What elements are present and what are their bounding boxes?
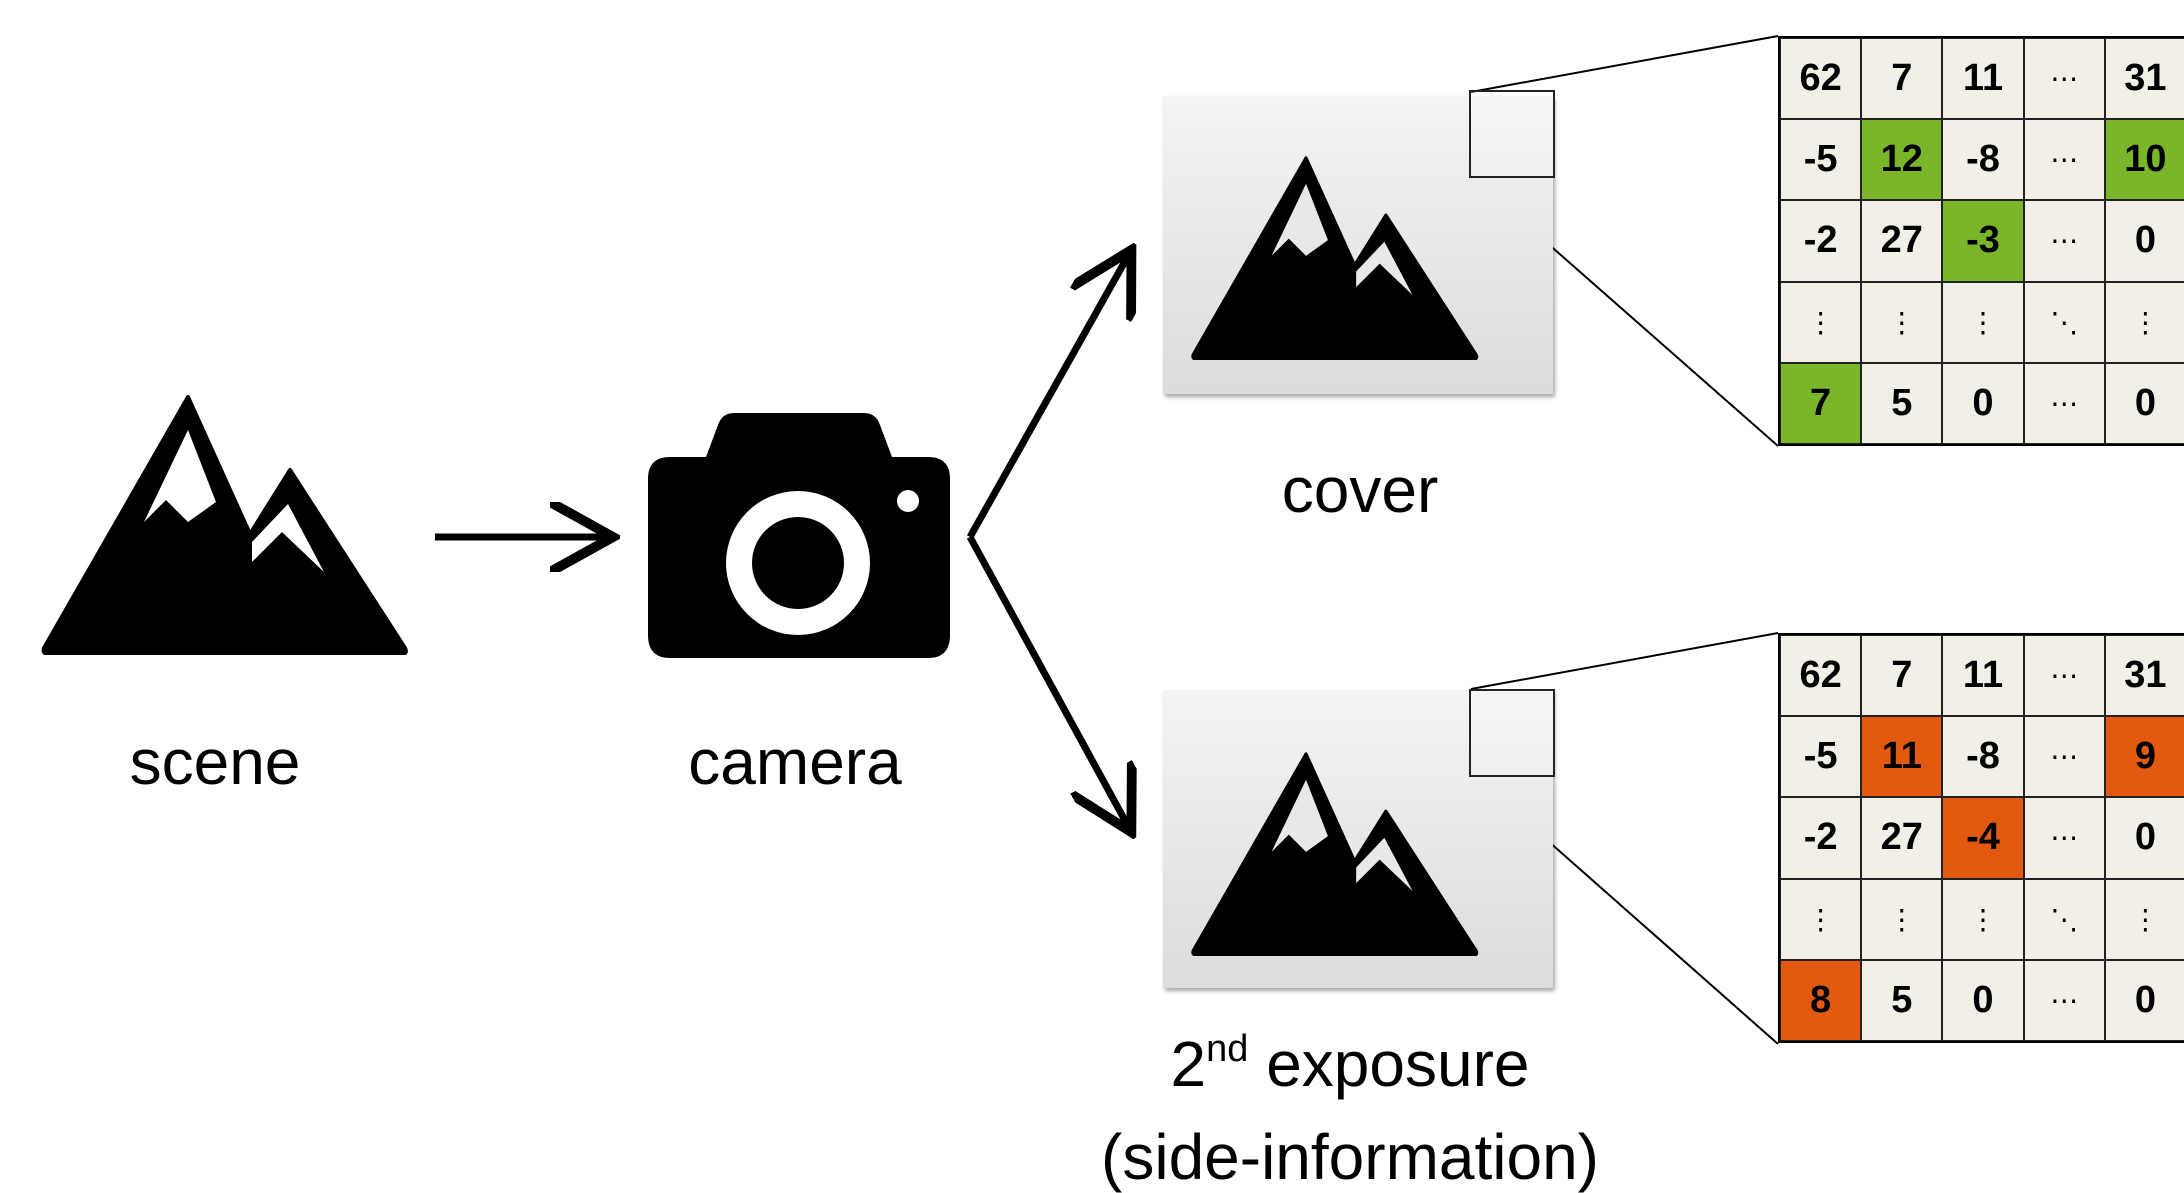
matrix-cell: -2 [1780, 200, 1862, 282]
matrix-cell: -2 [1780, 797, 1862, 879]
second-exposure-text: exposure [1248, 1028, 1530, 1100]
matrix-cell: ⋱ [2023, 878, 2105, 960]
matrix-cell: 31 [2104, 38, 2184, 120]
zoom-line [1470, 35, 1779, 93]
matrix-cell: 11 [1942, 38, 2024, 120]
matrix-cell: 12 [1861, 119, 1943, 201]
matrix-cell: 62 [1780, 635, 1862, 717]
matrix-cell: ⋮ [2104, 281, 2184, 363]
matrix-cell: 8 [1780, 959, 1862, 1041]
matrix-cell: ⋯ [2023, 119, 2105, 201]
matrix-cell: 7 [1780, 362, 1862, 444]
side-information-label: (side-information) [1101, 1121, 1599, 1193]
matrix-cell: -5 [1780, 119, 1862, 201]
matrix-cell: 0 [2104, 200, 2184, 282]
matrix-cell: 0 [2104, 959, 2184, 1041]
matrix-cell: 0 [2104, 797, 2184, 879]
matrix-cell: 0 [1942, 959, 2024, 1041]
matrix-cell: 31 [2104, 635, 2184, 717]
second-exposure-label: 2nd exposure [1080, 1030, 1620, 1096]
matrix-cell: 9 [2104, 716, 2184, 798]
matrix-cell: 0 [1942, 362, 2024, 444]
matrix-cell: 27 [1861, 200, 1943, 282]
matrix-cell: ⋯ [2023, 959, 2105, 1041]
mountain-icon [1191, 156, 1479, 360]
matrix-cell: ⋮ [1942, 878, 2024, 960]
matrix-cell: 5 [1861, 959, 1943, 1041]
zoom-line [1470, 632, 1779, 690]
matrix-cell: 11 [1942, 635, 2024, 717]
matrix-cell: ⋮ [2104, 878, 2184, 960]
matrix-cell: ⋯ [2023, 200, 2105, 282]
zoom-box [1469, 90, 1555, 178]
matrix-cell: ⋮ [1942, 281, 2024, 363]
cover-label: cover [1281, 454, 1439, 526]
matrix-cell: 7 [1861, 38, 1943, 120]
matrix-cell: 10 [2104, 119, 2184, 201]
scene-label: scene [129, 726, 301, 798]
camera-icon [648, 413, 950, 658]
matrix-cell: ⋮ [1861, 281, 1943, 363]
matrix-cell: ⋮ [1780, 281, 1862, 363]
second-exposure-suffix: nd [1206, 1028, 1249, 1070]
matrix-cell: 0 [2104, 362, 2184, 444]
arrow-up-right-icon [966, 256, 1128, 539]
matrix-cell: 11 [1861, 716, 1943, 798]
matrix-cell: ⋯ [2023, 797, 2105, 879]
matrix-cell: 7 [1861, 635, 1943, 717]
arrow-down-right-icon [966, 535, 1128, 826]
matrix-cell: -5 [1780, 716, 1862, 798]
matrix-cell: -8 [1942, 716, 2024, 798]
matrix-cell: 5 [1861, 362, 1943, 444]
matrix-cell: ⋯ [2023, 716, 2105, 798]
matrix-cell: -8 [1942, 119, 2024, 201]
matrix-cell: ⋮ [1861, 878, 1943, 960]
matrix-cell: -3 [1942, 200, 2024, 282]
camera-label: camera [688, 726, 902, 798]
mountain-icon [1191, 752, 1479, 956]
matrix-cell: ⋱ [2023, 281, 2105, 363]
zoom-box [1469, 689, 1555, 777]
mountain-icon [41, 395, 408, 655]
matrix-cell: 27 [1861, 797, 1943, 879]
second-exposure-number: 2 [1170, 1028, 1207, 1100]
matrix-cell: ⋯ [2023, 38, 2105, 120]
matrix-cell: ⋯ [2023, 362, 2105, 444]
matrix-cell: ⋯ [2023, 635, 2105, 717]
matrix-cell: ⋮ [1780, 878, 1862, 960]
matrix-cell: 62 [1780, 38, 1862, 120]
matrix-cell: -4 [1942, 797, 2024, 879]
